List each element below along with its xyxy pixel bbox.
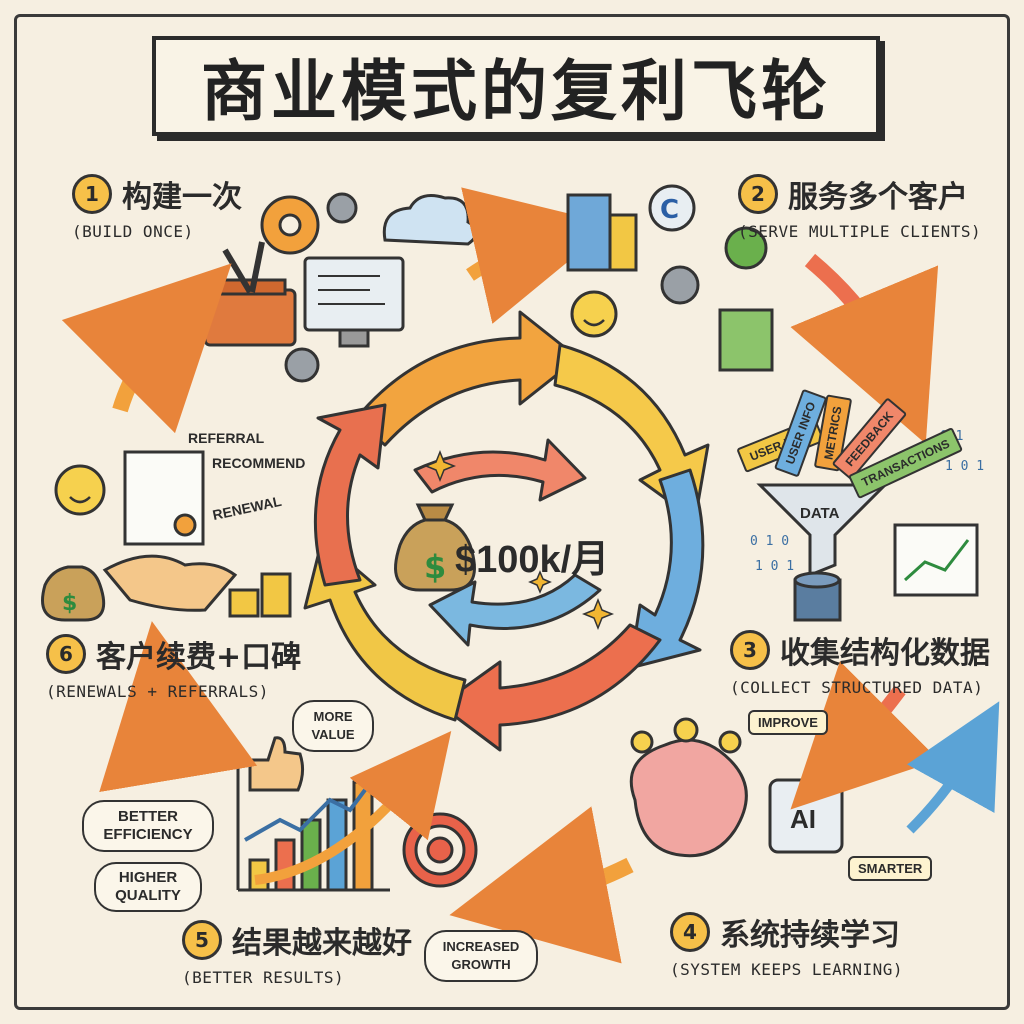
flow-arrow-up-blue [906, 701, 1000, 834]
lightbulb-icon [673, 717, 699, 743]
step-title: 收集结构化数据 [780, 636, 990, 671]
smiley-icon [54, 464, 106, 516]
flow-arrow-2-3 [790, 253, 939, 444]
step-3: 3 收集结构化数据 (COLLECT STRUCTURED DATA) [730, 628, 990, 697]
sparkle [423, 449, 457, 483]
data-icons [756, 483, 979, 622]
build-icons [203, 192, 478, 383]
step-4: 4 系统持续学习 (SYSTEM KEEPS LEARNING) [670, 910, 903, 979]
step-2: 2 服务多个客户 (SERVE MULTIPLE CLIENTS) [738, 172, 981, 241]
database-icon [793, 571, 842, 622]
screwdriver-icon [249, 241, 265, 293]
step-title: 系统持续学习 [720, 918, 900, 953]
step-number: 4 [670, 912, 710, 952]
lightbulb-icon [630, 730, 654, 754]
flow-arrow-6-1 [61, 263, 232, 434]
step-number: 3 [730, 630, 770, 670]
step-number: 5 [182, 920, 222, 960]
flow-arrow-4-5 [449, 806, 634, 964]
step-title: 客户续费+口碑 [96, 640, 302, 675]
flywheel-arrow-orange [353, 310, 580, 447]
ai-chip-label: AI [790, 804, 816, 834]
results-chart [236, 736, 478, 892]
clients-icons: C [566, 184, 774, 372]
sparkle [528, 570, 552, 594]
gear-icon [326, 192, 358, 224]
more-value-bubble: MORE VALUE [292, 700, 374, 752]
toolbox-icon [203, 288, 297, 347]
page-title: 商业模式的复利飞轮 [201, 53, 831, 130]
flywheel-arrow-blue [628, 468, 705, 670]
wrench-icon [222, 248, 253, 294]
flow-arrow-3-4 [790, 661, 939, 810]
learning-icons [629, 717, 844, 858]
referral-label: REFERRAL [188, 430, 265, 446]
step-subtitle: (SYSTEM KEEPS LEARNING) [670, 960, 904, 979]
flywheel-arrow-red [438, 623, 662, 752]
step-title: 构建一次 [122, 180, 242, 215]
inner-arrow-bottom [428, 573, 602, 647]
spreadsheet-icon [893, 523, 979, 597]
gear-icon [284, 347, 320, 383]
thumbs-up-icon [248, 736, 305, 792]
step-subtitle: (SERVE MULTIPLE CLIENTS) [738, 222, 982, 241]
step-subtitle: (BETTER RESULTS) [182, 968, 345, 987]
coin-stack-icon [228, 572, 292, 618]
monitor-icon [303, 256, 405, 332]
improve-tag: IMPROVE [748, 710, 828, 735]
step-number: 1 [72, 174, 112, 214]
money-bag-icon [41, 565, 106, 622]
center-value: $100k/月 [455, 539, 610, 581]
lightbulb-icon [718, 730, 742, 754]
bar [274, 838, 296, 892]
gear-icon [660, 265, 700, 305]
smarter-tag: SMARTER [848, 856, 933, 881]
step-title: 结果越来越好 [232, 926, 412, 961]
inner-arrow-top [413, 438, 587, 502]
step-number: 2 [738, 174, 778, 214]
svg-text:$: $ [424, 548, 446, 586]
funnel-label: DATA [800, 505, 840, 522]
step-subtitle: (COLLECT STRUCTURED DATA) [730, 678, 984, 697]
increased-growth-bubble: INCREASED GROWTH [424, 930, 538, 982]
svg-text:$: $ [62, 591, 77, 616]
brand-logo-icon [648, 184, 696, 232]
title-box: 商业模式的复利飞轮 [152, 36, 880, 136]
brain-icon [629, 738, 748, 858]
sparkle [581, 597, 615, 631]
renewal-icons: $ [41, 450, 292, 622]
flywheel-arrow-coral [313, 403, 387, 587]
step-5: 5 结果越来越好 (BETTER RESULTS) [182, 918, 412, 987]
step-subtitle: (BUILD ONCE) [72, 222, 194, 241]
flow-arrow-1-2 [461, 187, 614, 324]
svg-text:0 1 0: 0 1 0 [750, 534, 789, 549]
svg-text:1 0 1: 1 0 1 [755, 559, 794, 574]
building-icon [718, 308, 774, 372]
higher-quality-bubble: HIGHER QUALITY [94, 862, 202, 912]
sketch-frame [14, 14, 1010, 1010]
better-efficiency-bubble: BETTER EFFICIENCY [82, 800, 214, 852]
building-icon [566, 193, 612, 272]
money-bag-icon: $ [394, 503, 476, 592]
svg-text:C: C [660, 195, 679, 225]
step-subtitle: (RENEWALS + REFERRALS) [46, 682, 269, 701]
step-1: 1 构建一次 (BUILD ONCE) [72, 172, 242, 241]
step-title: 服务多个客户 [788, 180, 968, 215]
target-icon [402, 812, 478, 888]
step-number: 6 [46, 634, 86, 674]
leaf-icon [724, 226, 768, 270]
smiley-icon [570, 290, 618, 338]
flow-arrow-5-6 [99, 621, 258, 793]
sparkles [423, 449, 615, 631]
flow-arrow-growth [254, 730, 452, 885]
flywheel [303, 310, 710, 752]
handshake-icon [102, 554, 238, 612]
svg-text:1 0 1: 1 0 1 [945, 459, 984, 474]
recommend-label: RECOMMEND [212, 455, 306, 471]
step-6: 6 客户续费+口碑 (RENEWALS + REFERRALS) [46, 632, 301, 701]
cloud-icon [382, 194, 478, 246]
